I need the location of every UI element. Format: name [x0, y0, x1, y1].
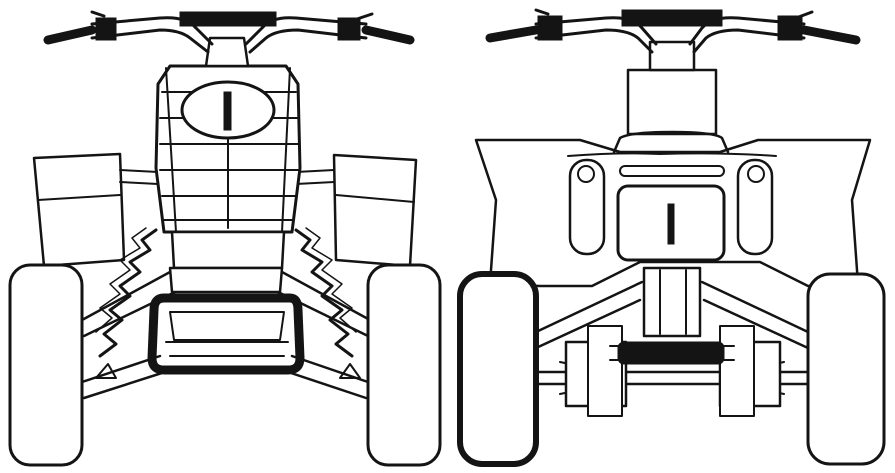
front-left-shock-spring	[95, 227, 158, 358]
front-bumper	[147, 293, 305, 375]
rear-left-tire	[457, 271, 539, 467]
rear-view: 1	[457, 8, 886, 467]
rear-left-hub	[564, 325, 628, 417]
front-handlebar	[43, 10, 415, 54]
front-right-a-arm	[276, 270, 372, 400]
front-left-tire	[8, 263, 84, 467]
rear-right-reflector	[736, 158, 774, 256]
front-number-plate: 1	[180, 80, 276, 140]
rear-number-plate: 1	[616, 184, 726, 262]
rear-axle-housing	[609, 341, 735, 365]
rear-right-hub	[718, 325, 782, 417]
rear-seat	[612, 40, 730, 154]
rear-taillight	[619, 165, 725, 177]
front-left-fender	[32, 152, 126, 268]
front-view: 1	[8, 10, 442, 467]
front-right-tire	[366, 263, 442, 467]
front-left-a-arm	[80, 270, 177, 400]
rear-handlebar	[485, 8, 861, 54]
rear-left-reflector	[568, 158, 606, 256]
front-right-fender	[332, 153, 418, 268]
front-right-shock-spring	[294, 227, 357, 358]
rear-right-tire	[806, 272, 886, 466]
